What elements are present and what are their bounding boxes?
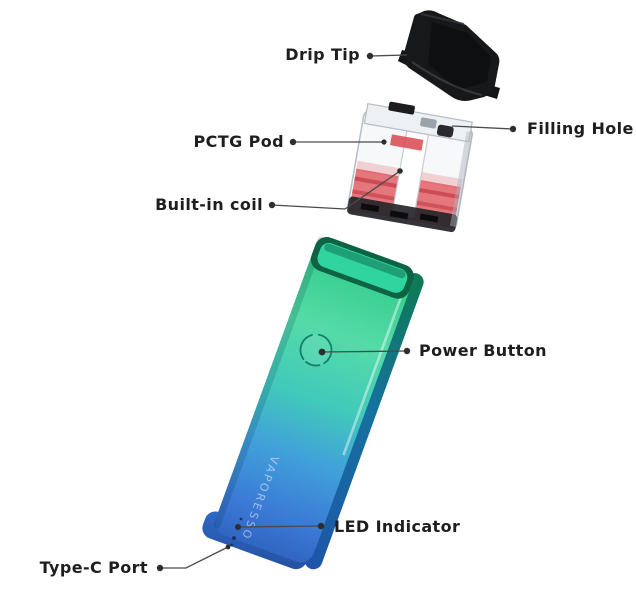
chimney-condensation xyxy=(390,134,424,151)
label-built-in-coil: Built-in coil xyxy=(155,195,263,214)
label-type-c-port: Type-C Port xyxy=(39,558,148,577)
leader-power-button xyxy=(321,350,408,353)
leader-lines xyxy=(160,54,514,569)
power-button-graphic xyxy=(299,333,333,367)
body-front-face xyxy=(215,237,414,563)
pod-side-edge xyxy=(449,131,474,227)
leader-led-indicator xyxy=(237,525,322,528)
label-drip-tip: Drip Tip xyxy=(285,45,360,64)
leader-drip-tip xyxy=(369,54,408,57)
pod-base-slot xyxy=(389,210,409,220)
mouthpiece-slot xyxy=(388,101,415,115)
pod-slot-opening xyxy=(317,242,408,293)
filling-hole-plug xyxy=(436,124,454,138)
leader-type-c-port xyxy=(160,546,229,569)
label-filling-hole: Filling Hole xyxy=(527,119,634,138)
body-left-edge-shade xyxy=(213,236,325,529)
pod-base-slot xyxy=(360,203,380,213)
pod-top-part xyxy=(420,117,437,129)
leader-built-in-coil xyxy=(271,170,401,210)
drip-tip-graphic xyxy=(398,10,500,101)
device-body-graphic: VAPORESSO xyxy=(202,236,424,570)
label-led-indicator: LED Indicator xyxy=(334,517,461,536)
pod-slot-inner-shadow xyxy=(324,243,406,279)
label-pctg-pod: PCTG Pod xyxy=(193,132,284,151)
leader-dots xyxy=(156,52,517,572)
pod-graphic xyxy=(347,101,474,233)
led-dots-graphic xyxy=(230,517,243,547)
pod-base-slot xyxy=(419,213,439,223)
label-power-button: Power Button xyxy=(419,341,547,360)
body-right-edge-highlight xyxy=(342,276,410,456)
leader-filling-hole xyxy=(451,125,514,130)
